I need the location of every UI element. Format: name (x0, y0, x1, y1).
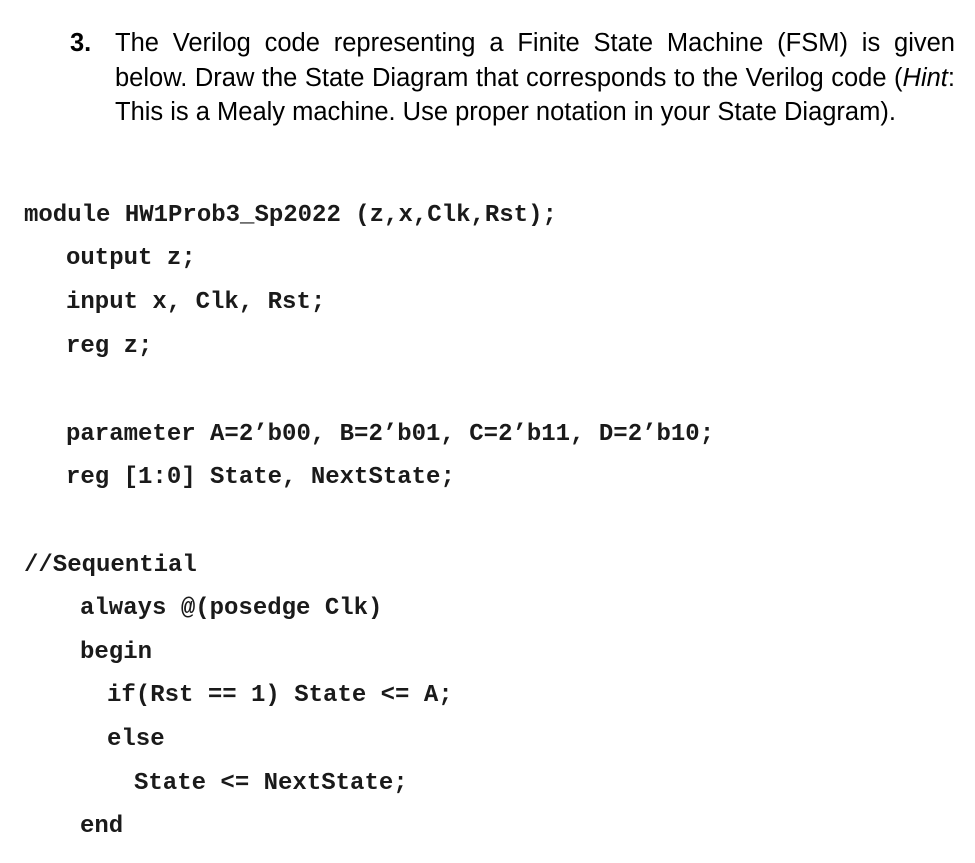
code-line-else: else (107, 726, 165, 753)
question-text-part-1: The Verilog code representing a Finite S… (115, 29, 955, 92)
code-line-module: module HW1Prob3_Sp2022 (z,x,Clk,Rst); (24, 202, 557, 229)
code-line-input: input x, Clk, Rst; (66, 289, 326, 316)
code-line-always: always @(posedge Clk) (80, 595, 383, 622)
code-line-reg-z: reg z; (66, 333, 153, 360)
code-line-reg-state: reg [1:0] State, NextState; (66, 464, 455, 491)
code-line-begin: begin (80, 639, 153, 666)
code-line-state-assign: State <= NextState; (134, 770, 408, 797)
code-line-sequential-comment: //Sequential (24, 552, 197, 579)
hint-label: Hint (902, 63, 948, 92)
code-line-parameter: parameter A=2’b00, B=2’b01, C=2’b11, D=2… (66, 421, 715, 448)
question-number: 3. (70, 29, 92, 57)
code-line-end: end (80, 813, 124, 840)
code-line-output: output z; (66, 245, 196, 272)
question-block: 3. The Verilog code representing a Finit… (70, 26, 955, 130)
code-line-if-rst: if(Rst == 1) State <= A; (107, 682, 453, 709)
question-text: The Verilog code representing a Finite S… (115, 26, 955, 130)
question-text-part-2: : This is a Mealy machine. Use proper no… (115, 63, 955, 127)
